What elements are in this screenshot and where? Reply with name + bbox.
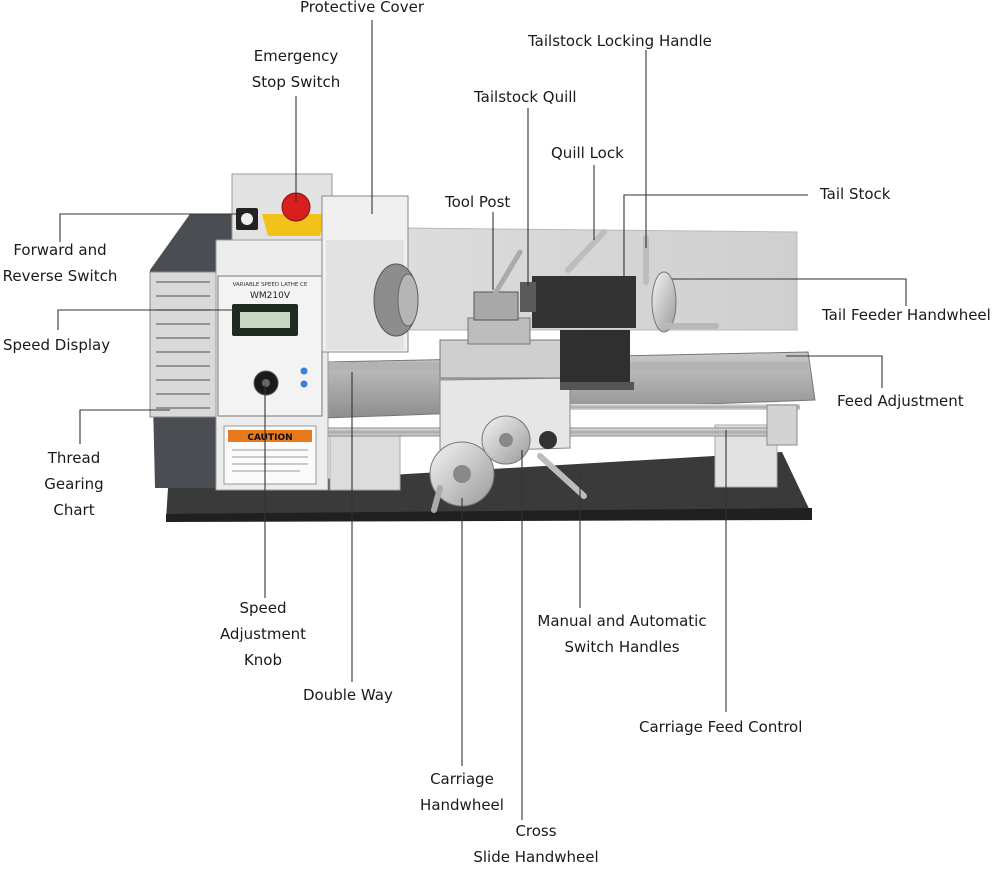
carriage-handwheel-hub — [453, 465, 471, 483]
label-feed-adjustment: Feed Adjustment — [837, 392, 964, 410]
tailstock-body — [560, 330, 630, 386]
tailstock-base — [560, 382, 634, 390]
tool-post-handle — [493, 249, 523, 295]
tail-feeder-handwheel — [651, 271, 677, 333]
tailstock-quill — [520, 282, 536, 312]
chip-tray-lip — [166, 508, 812, 522]
indicator-light-2 — [300, 380, 308, 388]
left-leg — [329, 429, 401, 491]
quill-lock-lever — [565, 229, 607, 273]
label-carriage-feed-control: Carriage Feed Control — [639, 718, 803, 736]
leader-forward-reverse — [59, 213, 236, 242]
lathe-illustration: VARIABLE SPEED LATHE CE WM210V CAUTION — [149, 173, 816, 522]
leader-tail-stock — [623, 194, 808, 280]
feed-control-block — [766, 404, 798, 446]
label-double-way: Double Way — [303, 686, 393, 704]
label-quill-lock: Quill Lock — [551, 144, 624, 162]
model-number: WM210V — [250, 291, 291, 301]
feed-rod — [560, 404, 800, 410]
chuck-face — [397, 273, 419, 327]
label-tailstock-quill: Tailstock Quill — [474, 88, 577, 106]
auto-feed-lever — [537, 453, 587, 499]
caution-text: CAUTION — [247, 433, 292, 443]
label-speed-display: Speed Display — [3, 336, 111, 354]
thread-chart-panel — [149, 271, 217, 418]
indicator-light-1 — [300, 367, 308, 375]
tailstock-top — [532, 276, 636, 328]
cross-slide-hub — [499, 433, 513, 447]
leader-thread-chart — [79, 409, 170, 444]
compound-rest — [467, 317, 531, 345]
caution-banner — [228, 430, 312, 442]
carriage-handwheel-grip — [431, 485, 443, 513]
auto-feed-lever-knob — [539, 431, 557, 449]
leader-lines — [57, 20, 907, 820]
speed-display-lcd — [240, 312, 290, 328]
label-tool-post: Tool Post — [445, 193, 511, 211]
knob-indicator — [262, 379, 270, 387]
leader-speed-display — [57, 309, 232, 330]
tool-post-block — [473, 291, 519, 321]
estop-yellow-housing — [262, 214, 326, 236]
leader-tail-feeder — [672, 278, 907, 306]
forward-reverse-knob — [241, 213, 253, 225]
label-tailstock-locking-handle: Tailstock Locking Handle — [528, 32, 712, 50]
label-protective-cover: Protective Cover — [300, 0, 424, 16]
label-tail-feeder-handwheel: Tail Feeder Handwheel — [822, 306, 991, 324]
label-tail-stock: Tail Stock — [820, 185, 891, 203]
apron — [439, 377, 571, 453]
panel-title: VARIABLE SPEED LATHE CE — [233, 282, 308, 288]
leader-feed-adjustment — [786, 355, 883, 388]
caution-text-lines — [232, 449, 308, 472]
